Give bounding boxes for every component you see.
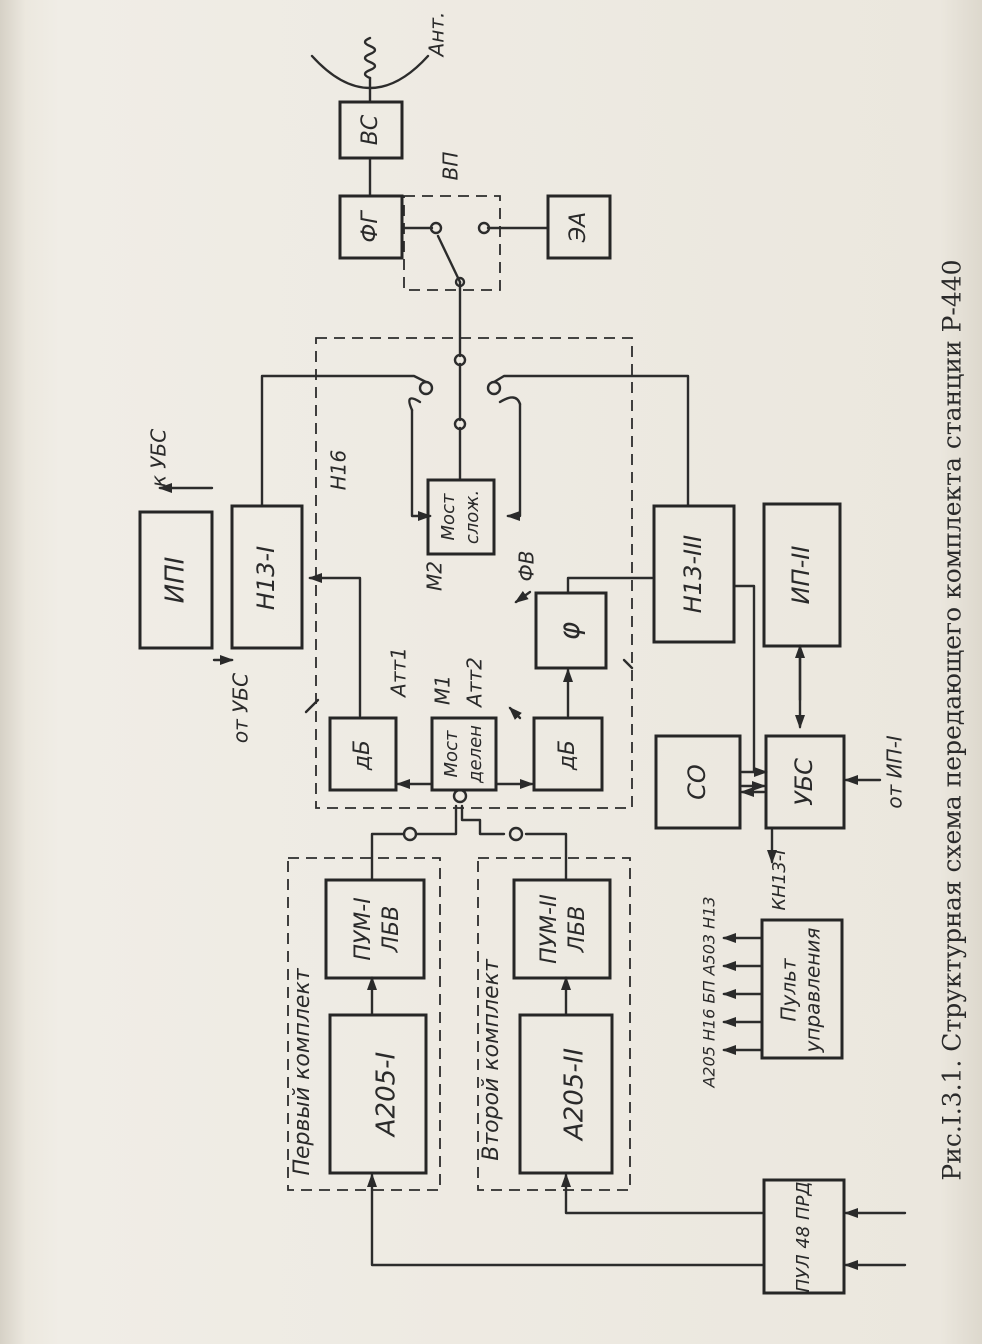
pul48-block [762, 1178, 846, 1295]
a205-1-label: А205-I [372, 1052, 402, 1138]
fg-label: ФГ [358, 210, 383, 243]
m1-label: М1 [431, 675, 455, 705]
pult-label-1: Пульт [777, 957, 801, 1021]
ubs-block [764, 734, 846, 830]
pum-2-label-2: ЛБВ [565, 906, 590, 954]
pul48-label: ПУЛ 48 ПРД [793, 1182, 814, 1293]
a205-2-label: А205-II [560, 1048, 590, 1142]
pum-1-label-2: ЛБВ [379, 906, 404, 954]
first-kit-label: Первый комплект [290, 967, 315, 1175]
second-kit-label: Второй комплект [479, 958, 504, 1161]
first-kit-frame [287, 857, 441, 1191]
n13-3-label: Н13-III [679, 535, 707, 613]
pum-1-label-1: ПУМ-I [351, 897, 376, 960]
from-ubs-label: от УБС [229, 673, 253, 743]
so-block [654, 734, 742, 830]
pult-label-2: управления [801, 928, 825, 1054]
vs-label: ВС [358, 114, 383, 145]
n13-1-label: Н13-I [252, 546, 280, 610]
bridge-div-block [430, 716, 498, 792]
blocks [138, 100, 846, 1295]
bridge-div-label-1: Мост [441, 730, 462, 777]
kn13-label: КН13-I [769, 849, 790, 910]
ea-label: ЭА [566, 212, 591, 243]
pum-2-label-1: ПУМ-II [537, 894, 562, 964]
vs-block [338, 100, 404, 160]
ip1-block [138, 510, 214, 650]
pult-outputs-label: А205 Н16 БП А503 Н13 [700, 896, 719, 1088]
phi-block [534, 591, 608, 670]
att1-label: Атт1 [387, 647, 411, 699]
ip1-label: ИПI [161, 557, 191, 604]
n13-1-block [230, 504, 304, 650]
db1-label: дБ [350, 740, 375, 771]
vp-label: ВП [439, 152, 463, 181]
att2-label: Атт2 [463, 657, 487, 709]
n16-label: Н16 [327, 450, 351, 491]
from-ip1-label: от ИП-I [883, 735, 907, 808]
db2-block [532, 716, 604, 792]
bridge-sum-block [426, 478, 496, 556]
bridge-div-label-2: делен [465, 725, 486, 784]
second-kit-frame [477, 857, 631, 1191]
fv-label: ФВ [515, 551, 539, 582]
fg-block [338, 194, 404, 260]
connections [158, 36, 907, 1270]
ubs-label: УБС [790, 758, 818, 806]
m2-label: М2 [423, 561, 447, 591]
antenna-label: Ант. [425, 12, 449, 59]
pum-2-block [512, 878, 612, 980]
ip2-block [762, 502, 842, 648]
figure-caption: Рис.I.3.1. Структурная схема передающего… [938, 259, 967, 1180]
connectors [402, 221, 524, 842]
to-ubs-label: к УБС [147, 429, 171, 487]
phi-label: φ [553, 621, 586, 640]
so-label: СО [683, 764, 711, 800]
pult-block [760, 918, 844, 1060]
bridge-sum-label-1: Мост [438, 493, 459, 540]
bridge-sum-label-2: слож. [462, 490, 483, 544]
a205-1-block [328, 1013, 428, 1175]
db2-label: дБ [555, 740, 580, 771]
pum-1-block [324, 878, 426, 980]
vp-switch-frame [403, 195, 501, 291]
ea-block [546, 194, 612, 260]
db1-block [328, 716, 398, 792]
a205-2-block [518, 1013, 614, 1175]
labels: А205-I ПУМ-I ЛБВ А205-II ПУМ-II ЛБВ Перв… [147, 12, 967, 1293]
n13-3-block [652, 504, 736, 644]
ip2-label: ИП-II [787, 546, 815, 605]
